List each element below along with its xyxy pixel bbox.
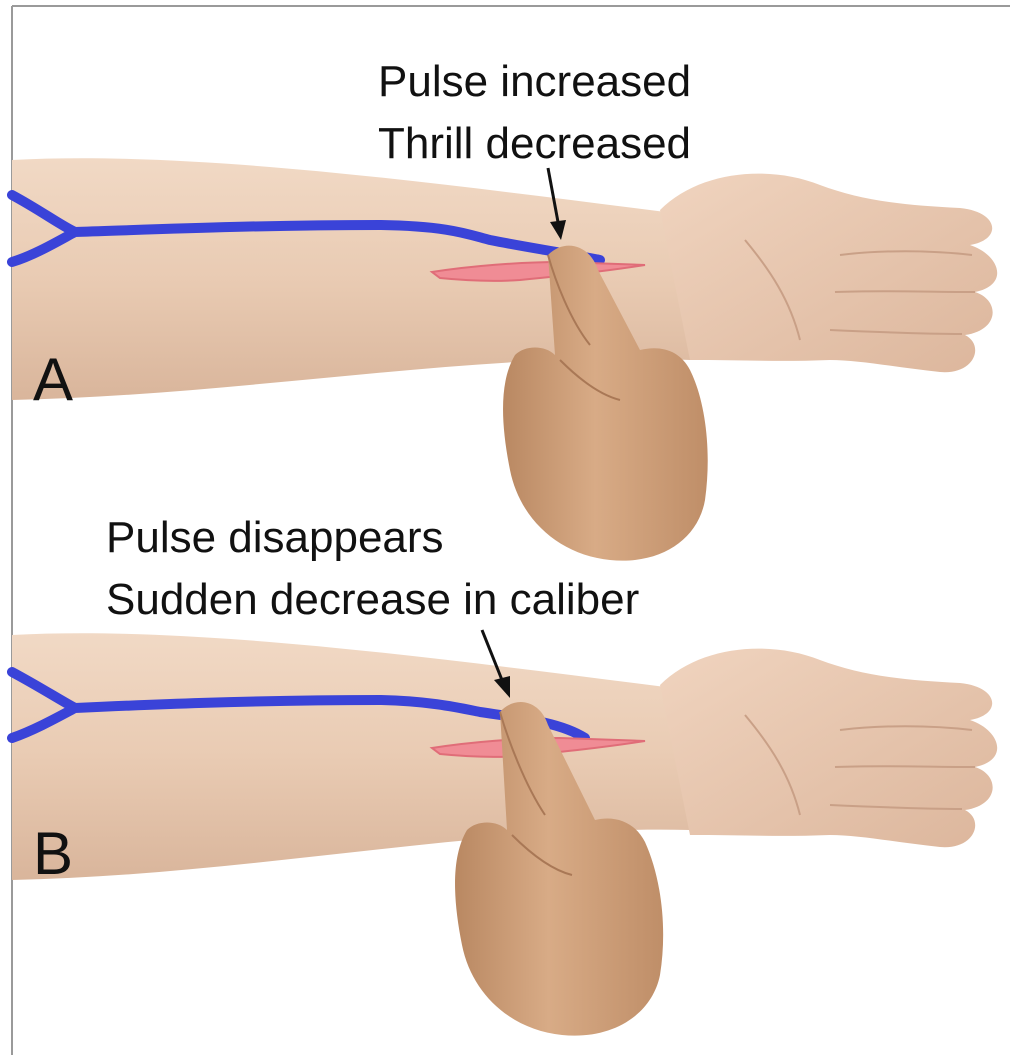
- panel-b: Pulse disappears Sudden decrease in cali…: [12, 513, 997, 1036]
- caption-b-line1: Pulse disappears: [106, 513, 444, 562]
- caption-b-line2: Sudden decrease in caliber: [106, 575, 639, 624]
- caption-a-line2: Thrill decreased: [378, 119, 691, 168]
- caption-a-line1: Pulse increased: [378, 57, 691, 106]
- panel-a: Pulse increased Thrill decreased A: [12, 57, 997, 561]
- hand-b: [660, 649, 997, 848]
- panel-letter-b: B: [33, 820, 73, 887]
- hand-a: [660, 174, 997, 373]
- panel-letter-a: A: [33, 346, 73, 413]
